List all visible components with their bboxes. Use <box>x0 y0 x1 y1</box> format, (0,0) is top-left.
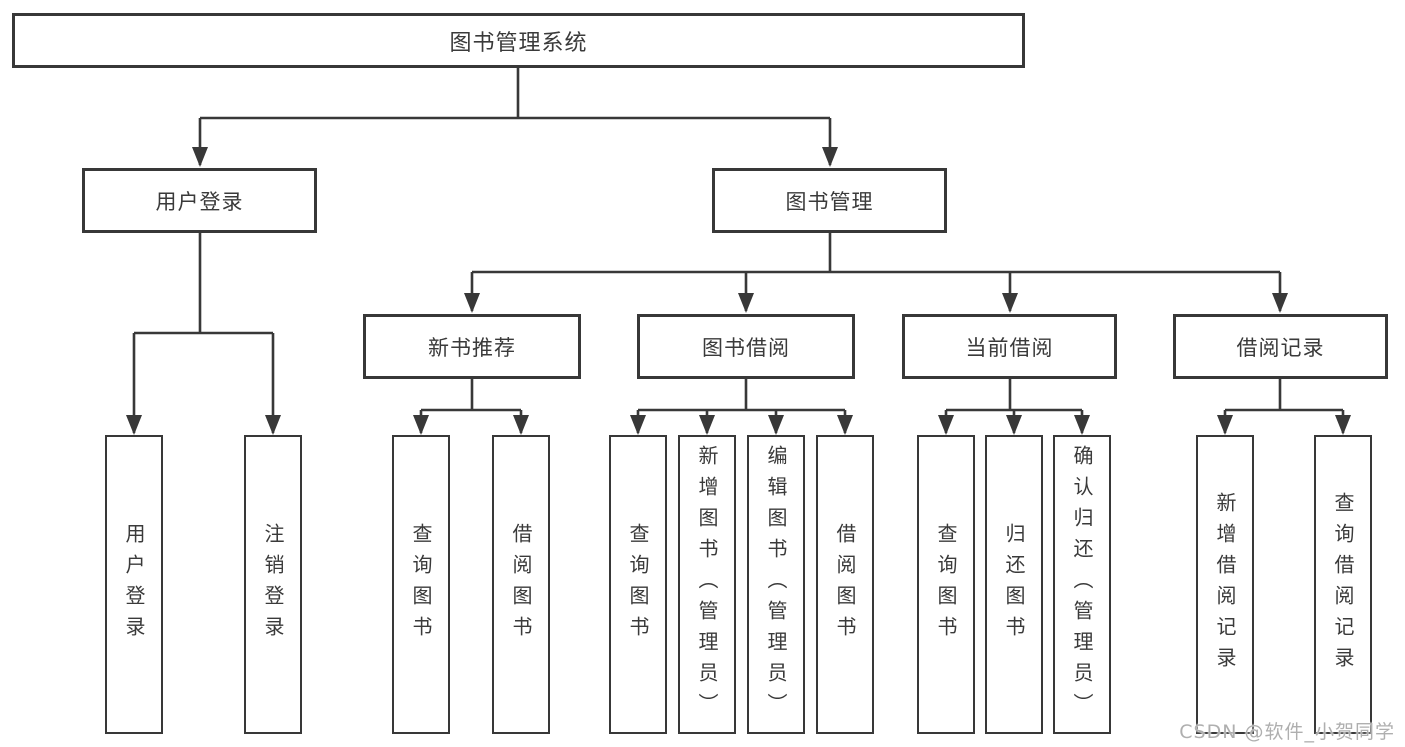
csdn-watermark: CSDN @软件_小贺同学 <box>1179 721 1395 743</box>
node-library-management-system: 图书管理系统 <box>12 13 1025 68</box>
leaf-return-book: 归还图书 <box>985 435 1043 734</box>
leaf-edit-book-admin: 编辑图书（管理员） <box>747 435 805 734</box>
leaf-query-book-current: 查询图书 <box>917 435 975 734</box>
leaf-confirm-return-admin: 确认归还（管理员） <box>1053 435 1111 734</box>
node-new-book-recommendation: 新书推荐 <box>363 314 581 379</box>
leaf-query-book-borrowing: 查询图书 <box>609 435 667 734</box>
leaf-user-login: 用户登录 <box>105 435 163 734</box>
leaf-borrow-book-borrowing: 借阅图书 <box>816 435 874 734</box>
node-book-management: 图书管理 <box>712 168 947 233</box>
node-user-login: 用户登录 <box>82 168 317 233</box>
leaf-add-book-admin: 新增图书（管理员） <box>678 435 736 734</box>
leaf-borrow-book-recommend: 借阅图书 <box>492 435 550 734</box>
node-borrowing-records: 借阅记录 <box>1173 314 1388 379</box>
node-book-borrowing: 图书借阅 <box>637 314 855 379</box>
leaf-query-borrow-record: 查询借阅记录 <box>1314 435 1372 734</box>
leaf-query-book-recommend: 查询图书 <box>392 435 450 734</box>
leaf-add-borrow-record: 新增借阅记录 <box>1196 435 1254 734</box>
leaf-logout-login: 注销登录 <box>244 435 302 734</box>
node-current-borrowing: 当前借阅 <box>902 314 1117 379</box>
